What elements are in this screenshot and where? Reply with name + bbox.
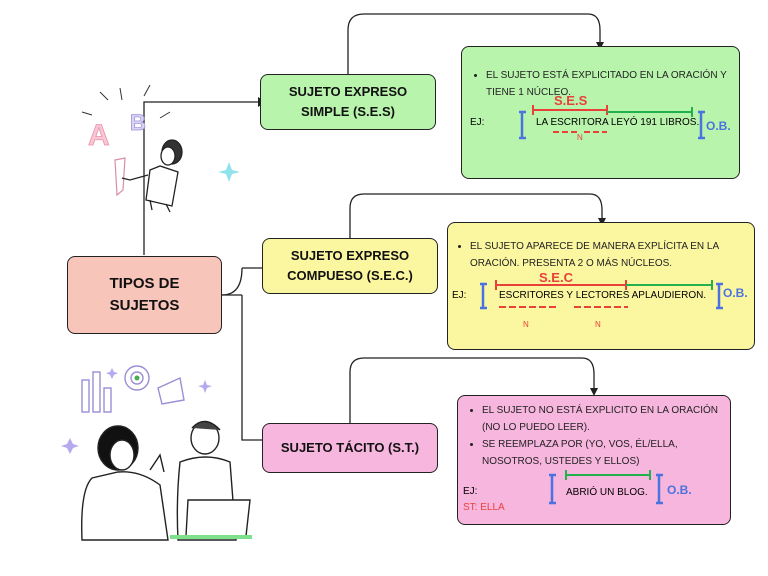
st-title-box: SUJETO TÁCITO (S.T.) bbox=[262, 423, 438, 473]
st-sentence: ABRIÓ UN BLOG. bbox=[566, 487, 648, 498]
sec-title-box: SUJETO EXPRESO COMPUESO (S.E.C.) bbox=[262, 238, 438, 294]
ses-title: SUJETO EXPRESO SIMPLE (S.E.S) bbox=[288, 84, 408, 119]
ses-sentence: LA ESCRITORA LEYÓ 191 LIBROS. bbox=[536, 117, 700, 128]
st-title: SUJETO TÁCITO (S.T.) bbox=[280, 440, 420, 455]
main-topic-box: TIPOS DE SUJETOS bbox=[67, 256, 222, 334]
ses-panel: EL SUJETO ESTÁ EXPLICITADO EN LA ORACIÓN… bbox=[461, 46, 740, 179]
st-tacit-note: ST: ELLA bbox=[463, 502, 505, 513]
svg-text:B: B bbox=[130, 110, 146, 135]
st-bullet-1: EL SUJETO NO ESTÁ EXPLICITO EN LA ORACIÓ… bbox=[482, 402, 724, 436]
ses-nucleus-mark: N bbox=[577, 133, 583, 142]
st-bullet-2: SE REEMPLAZA POR (YO, VOS, ÉL/ELLA, NOSO… bbox=[482, 436, 724, 470]
svg-text:A: A bbox=[88, 119, 110, 152]
st-ob-label: O.B. bbox=[667, 483, 692, 497]
sec-ej-label: EJ: bbox=[452, 290, 467, 301]
ses-ej-label: EJ: bbox=[470, 117, 485, 128]
ses-bullet: EL SUJETO ESTÁ EXPLICITADO EN LA ORACIÓN… bbox=[486, 67, 733, 101]
st-ej-label: EJ: bbox=[463, 486, 478, 497]
st-panel: EL SUJETO NO ESTÁ EXPLICITO EN LA ORACIÓ… bbox=[457, 395, 731, 525]
sec-nucleus-mark-1: N bbox=[523, 320, 529, 329]
sec-bullet: EL SUJETO APARECE DE MANERA EXPLÍCITA EN… bbox=[470, 238, 744, 272]
sec-title: SUJETO EXPRESO COMPUESO (S.E.C.) bbox=[287, 248, 413, 283]
sec-subject-tag: S.E.C bbox=[539, 270, 573, 285]
main-topic-label: TIPOS DE SUJETOS bbox=[109, 275, 180, 314]
sec-ob-label: O.B. bbox=[723, 286, 748, 300]
ses-title-box: SUJETO EXPRESO SIMPLE (S.E.S) bbox=[260, 74, 436, 130]
ses-subject-tag: S.E.S bbox=[554, 93, 588, 108]
ses-ob-label: O.B. bbox=[706, 119, 731, 133]
sec-sentence: ESCRITORES Y LECTORES APLAUDIERON. bbox=[499, 290, 707, 301]
sec-nucleus-mark-2: N bbox=[595, 320, 601, 329]
